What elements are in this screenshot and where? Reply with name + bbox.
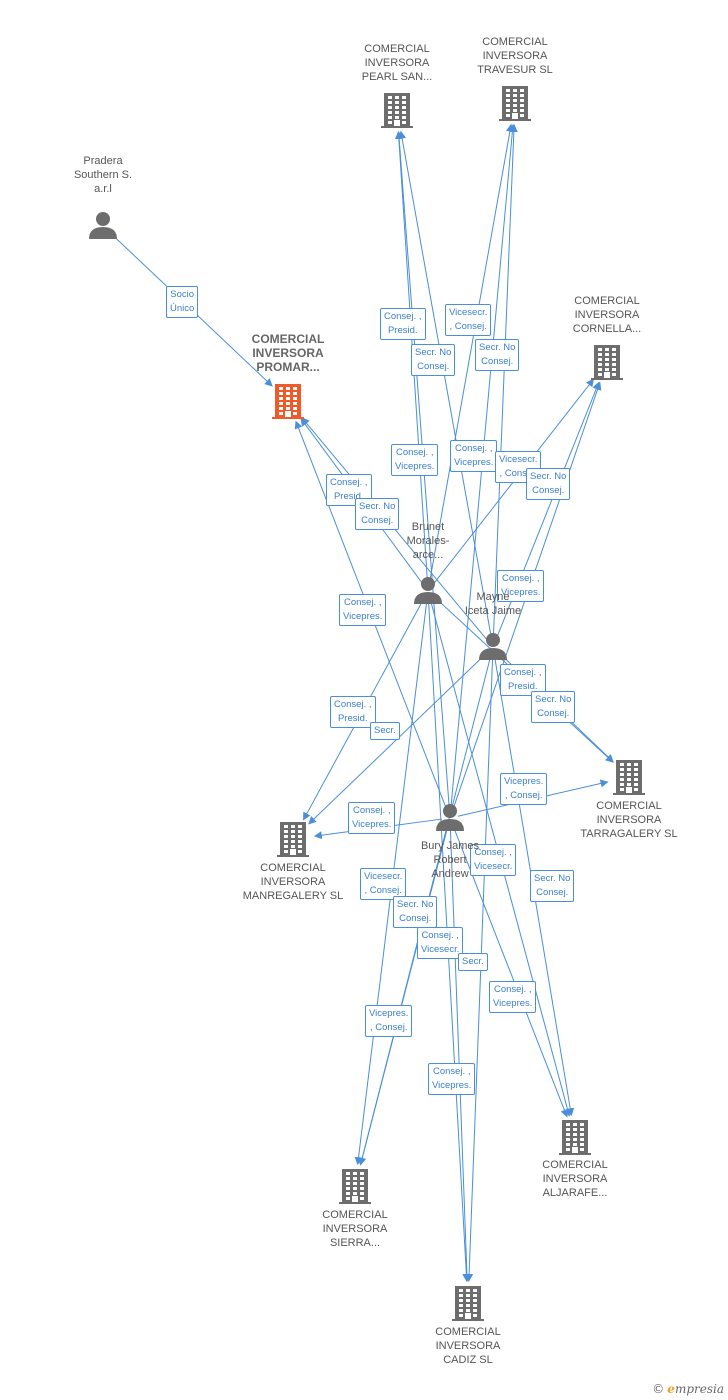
- edge-brunet-travesur: [428, 123, 514, 584]
- edge-label-bury-cornella[interactable]: Consej. , Vicepres.: [497, 570, 545, 602]
- building-icon-promar[interactable]: [272, 384, 304, 419]
- edge-label-mayne-aljarafe[interactable]: Secr. No Consej.: [530, 870, 575, 902]
- node-label-brunet[interactable]: Brunet Morales- arce...: [406, 521, 450, 561]
- edge-label-brunet-tarragalery[interactable]: Consej. , Presid.: [500, 664, 546, 696]
- node-label-mayne[interactable]: Mayne Iceta Jaime: [464, 591, 522, 617]
- edge-label-brunet-sierra[interactable]: Vicesecr. , Consej.: [360, 868, 407, 900]
- copyright-symbol: ©: [652, 1382, 665, 1396]
- edge-label-mayne-cornella[interactable]: Secr. No Consej.: [526, 468, 571, 500]
- building-icon-pearl[interactable]: [381, 93, 413, 128]
- node-label-promar[interactable]: COMERCIAL INVERSORA PROMAR...: [251, 332, 325, 374]
- brand-initial: e: [667, 1382, 675, 1396]
- node-label-tarragalery[interactable]: COMERCIAL INVERSORA TARRAGALERY SL: [580, 800, 678, 840]
- edge-label-mayne-pearl[interactable]: Secr. No Consej.: [411, 344, 456, 376]
- edge-label-bury-travesur[interactable]: Consej. , Vicepres.: [450, 440, 498, 472]
- edge-label-brunet-travesur[interactable]: Vicesecr. , Consej.: [445, 304, 492, 336]
- edge-label-mayne-cadiz[interactable]: Secr.: [458, 953, 488, 971]
- edge-label-mayne-tarragalery[interactable]: Secr. No Consej.: [531, 691, 576, 723]
- node-label-pearl[interactable]: COMERCIAL INVERSORA PEARL SAN...: [361, 43, 433, 83]
- edge-label-brunet-cadiz[interactable]: Consej. , Vicesecr.: [417, 927, 464, 959]
- building-icon-aljarafe[interactable]: [559, 1120, 591, 1155]
- node-label-pradera[interactable]: Pradera Southern S. a.r.l: [73, 155, 133, 195]
- edge-label-bury-manregalery[interactable]: Consej. , Vicepres.: [348, 802, 396, 834]
- edge-label-mayne-manregalery[interactable]: Secr.: [370, 722, 400, 740]
- edge-label-brunet-aljarafe[interactable]: Consej. , Vicesecr.: [470, 844, 517, 876]
- building-icon-manregalery[interactable]: [277, 822, 309, 857]
- person-icon-bury[interactable]: [436, 804, 464, 831]
- node-label-manregalery[interactable]: COMERCIAL INVERSORA MANREGALERY SL: [242, 862, 344, 902]
- edge-label-bury-promar[interactable]: Consej. , Vicepres.: [339, 594, 387, 626]
- node-label-bury[interactable]: Bury James Robert Andrew: [420, 840, 480, 880]
- building-icon-tarragalery[interactable]: [613, 760, 645, 795]
- edge-label-bury-pearl[interactable]: Consej. , Vicepres.: [391, 444, 439, 476]
- edge-label-bury-cadiz[interactable]: Consej. , Vicepres.: [428, 1063, 476, 1095]
- edge-label-brunet-promar[interactable]: Consej. , Presid.: [326, 474, 372, 506]
- edge-label-bury-aljarafe[interactable]: Consej. , Vicepres.: [489, 981, 537, 1013]
- edge-label-brunet-manregalery[interactable]: Consej. , Presid.: [330, 696, 376, 728]
- person-icon-pradera[interactable]: [89, 212, 117, 239]
- node-label-sierra[interactable]: COMERCIAL INVERSORA SIERRA...: [322, 1209, 388, 1249]
- node-label-aljarafe[interactable]: COMERCIAL INVERSORA ALJARAFE...: [542, 1159, 608, 1199]
- building-icon-cadiz[interactable]: [452, 1286, 484, 1321]
- edge-mayne-pearl: [398, 130, 493, 640]
- building-icon-sierra[interactable]: [339, 1169, 371, 1204]
- edge-bury-sierra: [358, 825, 449, 1166]
- person-icon-mayne[interactable]: [479, 633, 507, 660]
- node-label-travesur[interactable]: COMERCIAL INVERSORA TRAVESUR SL: [477, 36, 553, 76]
- edge-label-mayne-promar[interactable]: Secr. No Consej.: [355, 498, 400, 530]
- edge-label-mayne-travesur[interactable]: Secr. No Consej.: [475, 339, 520, 371]
- edge-label-bury-sierra[interactable]: Vicepres. , Consej.: [365, 1005, 413, 1037]
- edge-label-pradera-promar[interactable]: Socio Único: [166, 286, 199, 318]
- edge-mayne-travesur: [492, 123, 518, 640]
- building-icon-cornella[interactable]: [591, 345, 623, 380]
- footer-brand: ©empresia: [652, 1382, 724, 1396]
- building-icon-travesur[interactable]: [499, 86, 531, 121]
- edge-label-brunet-pearl[interactable]: Consej. , Presid.: [380, 308, 426, 340]
- brand-name: mpresia: [674, 1382, 724, 1396]
- edge-label-bury-tarragalery[interactable]: Vicepres. , Consej.: [500, 773, 548, 805]
- edge-bury-cadiz: [449, 825, 471, 1283]
- node-label-cornella[interactable]: COMERCIAL INVERSORA CORNELLA...: [572, 295, 642, 335]
- person-icon-brunet[interactable]: [414, 577, 442, 604]
- node-label-cadiz[interactable]: COMERCIAL INVERSORA CADIZ SL: [435, 1326, 501, 1366]
- edge-label-mayne-sierra[interactable]: Secr. No Consej.: [393, 896, 438, 928]
